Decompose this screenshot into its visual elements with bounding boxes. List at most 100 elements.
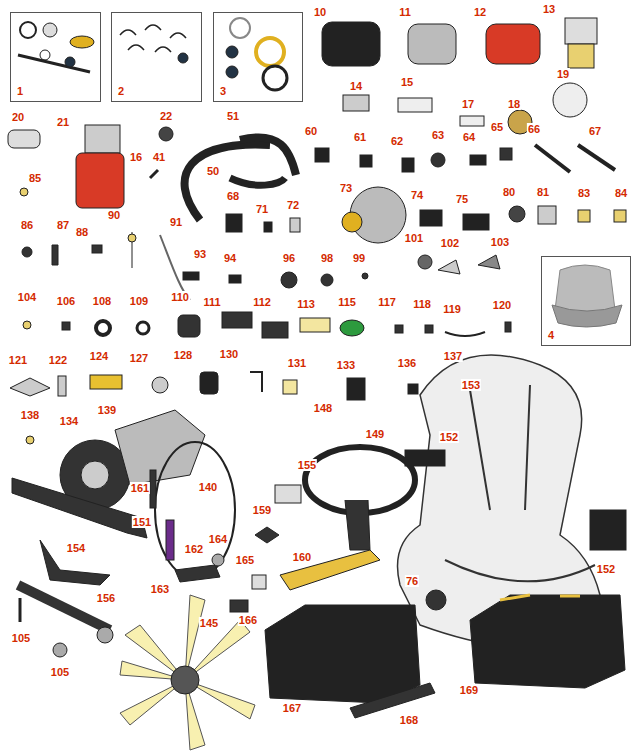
callout-number: 105 <box>11 632 31 644</box>
callout-number: 166 <box>238 614 258 626</box>
callout-number: 75 <box>455 193 469 205</box>
callout-number: 74 <box>410 189 424 201</box>
callout-number: 151 <box>132 516 152 528</box>
kit-box: 1 <box>10 12 101 102</box>
callout-number: 149 <box>365 428 385 440</box>
callout-number: 164 <box>208 533 228 545</box>
callout-number: 81 <box>536 186 550 198</box>
callout-number: 152 <box>596 563 616 575</box>
callout-number: 137 <box>443 350 463 362</box>
callout-number: 66 <box>527 123 541 135</box>
callout-number: 127 <box>129 352 149 364</box>
callout-number: 153 <box>461 379 481 391</box>
callout-number: 3 <box>220 85 226 97</box>
callout-number: 19 <box>556 68 570 80</box>
callout-number: 117 <box>377 296 397 308</box>
callout-number: 139 <box>97 404 117 416</box>
callout-number: 62 <box>390 135 404 147</box>
callout-number: 168 <box>399 714 419 726</box>
callout-number: 72 <box>286 199 300 211</box>
callout-number: 111 <box>202 296 221 308</box>
callout-number: 41 <box>152 151 166 163</box>
callout-number: 87 <box>56 219 70 231</box>
callout-number: 20 <box>11 111 25 123</box>
callout-number: 50 <box>206 165 220 177</box>
callout-number: 88 <box>75 226 89 238</box>
kit-box: 2 <box>111 12 202 102</box>
callout-number: 120 <box>492 299 512 311</box>
callout-number: 134 <box>59 415 79 427</box>
callout-number: 108 <box>92 295 112 307</box>
callout-number: 65 <box>490 121 504 133</box>
callout-number: 128 <box>173 349 193 361</box>
callout-number: 14 <box>349 80 363 92</box>
callout-number: 145 <box>199 617 219 629</box>
kit-box: 4 <box>541 256 631 346</box>
callout-number: 154 <box>66 542 86 554</box>
callout-number: 105 <box>50 666 70 678</box>
callout-number: 152 <box>439 431 459 443</box>
callout-number: 60 <box>304 125 318 137</box>
callout-number: 109 <box>129 295 149 307</box>
callout-number: 140 <box>198 481 218 493</box>
callout-number: 91 <box>169 216 183 228</box>
callout-number: 162 <box>184 543 204 555</box>
callout-number: 169 <box>459 684 479 696</box>
callout-number: 2 <box>118 85 124 97</box>
callout-number: 13 <box>542 3 556 15</box>
callout-number: 51 <box>226 110 240 122</box>
callout-number: 106 <box>56 295 76 307</box>
callout-number: 96 <box>282 252 296 264</box>
callout-number: 138 <box>20 409 40 421</box>
callout-number: 99 <box>352 252 366 264</box>
callout-number: 83 <box>577 187 591 199</box>
callout-number: 22 <box>159 110 173 122</box>
callout-number: 11 <box>398 6 412 18</box>
callout-number: 121 <box>8 354 28 366</box>
callout-number: 86 <box>20 219 34 231</box>
callout-number: 80 <box>502 186 516 198</box>
callout-number: 18 <box>507 98 521 110</box>
callout-number: 67 <box>588 125 602 137</box>
callout-number: 94 <box>223 252 237 264</box>
callout-number: 124 <box>89 350 109 362</box>
callout-number: 1 <box>17 85 23 97</box>
callout-number: 64 <box>462 131 476 143</box>
callout-number: 115 <box>337 296 357 308</box>
callout-number: 4 <box>548 329 554 341</box>
callout-number: 113 <box>296 298 316 310</box>
callout-number: 85 <box>28 172 42 184</box>
callout-number: 98 <box>320 252 334 264</box>
callout-number: 21 <box>56 116 70 128</box>
callout-number: 10 <box>313 6 327 18</box>
callout-number: 101 <box>404 232 424 244</box>
callout-number: 93 <box>193 248 207 260</box>
callout-number: 17 <box>461 98 475 110</box>
callout-number: 73 <box>339 182 353 194</box>
kit-box: 3 <box>213 12 303 102</box>
callout-number: 133 <box>336 359 356 371</box>
callout-number: 119 <box>442 303 462 315</box>
callout-number: 159 <box>252 504 272 516</box>
callout-number: 161 <box>130 482 150 494</box>
callout-number: 15 <box>400 76 414 88</box>
callout-number: 76 <box>405 575 419 587</box>
callout-number: 103 <box>490 236 510 248</box>
callout-number: 118 <box>412 298 432 310</box>
callout-number: 167 <box>282 702 302 714</box>
callout-number: 102 <box>440 237 460 249</box>
callout-number: 156 <box>96 592 116 604</box>
callout-number: 63 <box>431 129 445 141</box>
callout-number: 68 <box>226 190 240 202</box>
callout-number: 155 <box>297 459 317 471</box>
callout-number: 84 <box>614 187 628 199</box>
callout-number: 160 <box>292 551 312 563</box>
callout-number: 112 <box>252 296 272 308</box>
callout-number: 12 <box>473 6 487 18</box>
callout-number: 71 <box>255 203 269 215</box>
callout-number: 61 <box>353 131 367 143</box>
callout-number: 163 <box>150 583 170 595</box>
callout-number: 136 <box>397 357 417 369</box>
callout-number: 131 <box>287 357 307 369</box>
